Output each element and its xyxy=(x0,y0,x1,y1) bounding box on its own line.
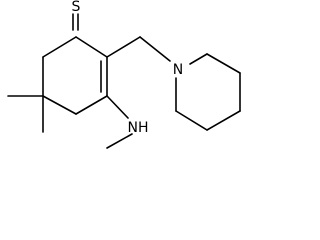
bond-c2-ch2 xyxy=(106,36,141,58)
bond-pip-c4-c5 xyxy=(206,110,241,131)
amine-label: NH xyxy=(128,120,149,136)
bond-pip-c5-c6 xyxy=(175,110,208,131)
bond-c5-c4 xyxy=(42,95,77,115)
bond-nh-methyl xyxy=(106,133,133,149)
ring-nitrogen-label: N xyxy=(173,62,183,78)
bond-pip-n-c2 xyxy=(189,53,208,65)
molecule-structure: S N NH xyxy=(7,0,241,149)
bond-c4-c3 xyxy=(75,95,108,115)
bond-c1-c6 xyxy=(42,36,77,58)
bond-ch2-n xyxy=(139,36,171,62)
sulfur-label: S xyxy=(72,0,81,15)
bond-c3-nh xyxy=(106,95,129,119)
bond-c1-c2 xyxy=(75,36,108,58)
bond-pip-c2-c3 xyxy=(206,53,241,74)
